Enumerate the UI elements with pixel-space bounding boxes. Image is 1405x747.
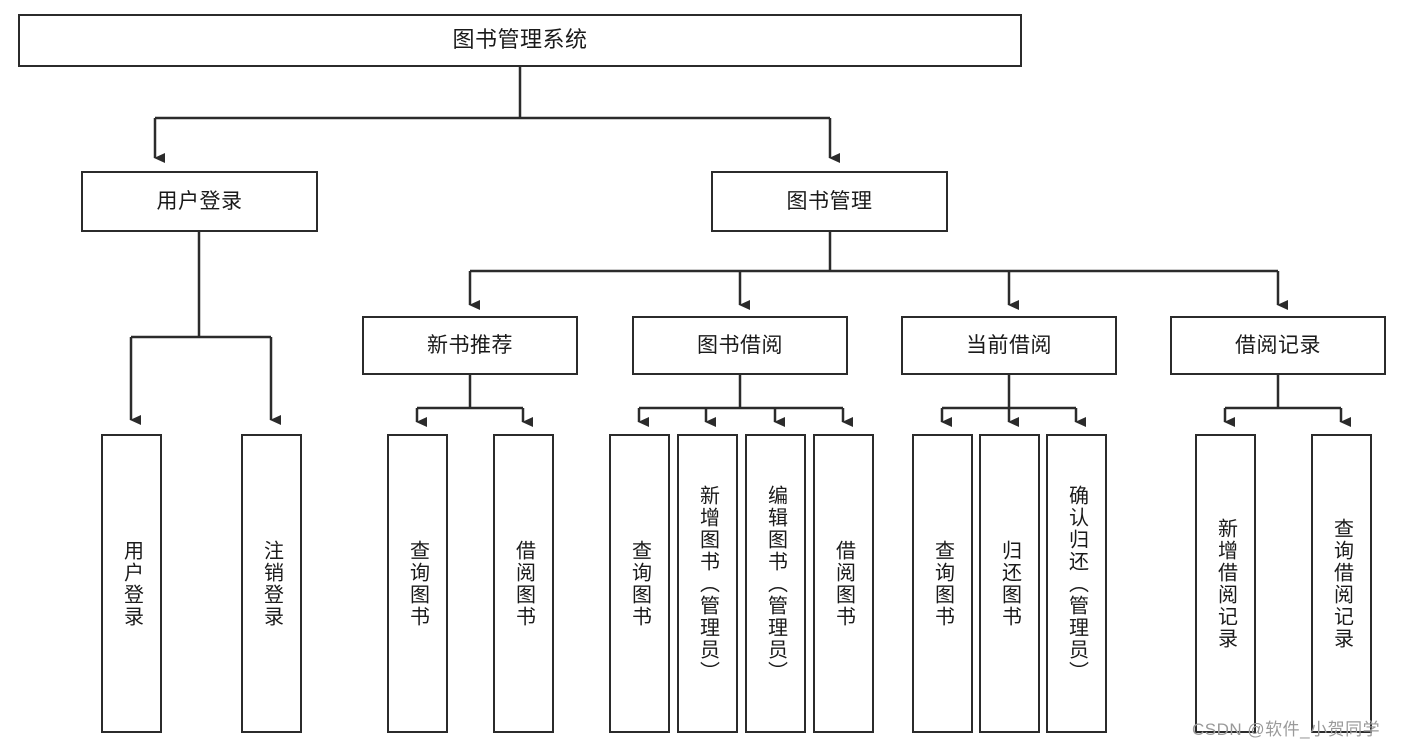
leaf-label: 新增借阅记录 bbox=[1214, 517, 1237, 650]
leaf-label: 查询借阅记录 bbox=[1330, 517, 1353, 650]
watermark-text: CSDN @软件_小贺同学 bbox=[1192, 720, 1381, 739]
leaf-edit-book-admin[interactable]: 编辑图书（管理员） bbox=[745, 434, 806, 733]
leaf-query-book-borrow[interactable]: 查询图书 bbox=[609, 434, 670, 733]
leaf-query-book-newbook[interactable]: 查询图书 bbox=[387, 434, 448, 733]
leaf-label: 编辑图书（管理员） bbox=[764, 484, 787, 683]
leaf-logout[interactable]: 注销登录 bbox=[241, 434, 302, 733]
leaf-label: 用户登录 bbox=[120, 539, 143, 628]
node-label: 新书推荐 bbox=[427, 333, 513, 357]
node-label: 图书借阅 bbox=[697, 333, 783, 357]
leaf-borrow-book-newbook[interactable]: 借阅图书 bbox=[493, 434, 554, 733]
leaf-label: 借阅图书 bbox=[512, 539, 535, 628]
node-current-borrow[interactable]: 当前借阅 bbox=[901, 316, 1117, 375]
node-label: 当前借阅 bbox=[966, 333, 1052, 357]
node-label: 用户登录 bbox=[156, 189, 243, 213]
leaf-label: 查询图书 bbox=[628, 539, 651, 628]
node-label: 借阅记录 bbox=[1235, 333, 1321, 357]
leaf-label: 注销登录 bbox=[260, 539, 283, 628]
leaf-label: 确认归还（管理员） bbox=[1065, 484, 1088, 683]
leaf-return-book[interactable]: 归还图书 bbox=[979, 434, 1040, 733]
node-book-management[interactable]: 图书管理 bbox=[711, 171, 948, 232]
leaf-label: 归还图书 bbox=[998, 539, 1021, 628]
node-book-borrow[interactable]: 图书借阅 bbox=[632, 316, 848, 375]
leaf-add-borrow-record[interactable]: 新增借阅记录 bbox=[1195, 434, 1256, 733]
node-label: 图书管理系统 bbox=[452, 27, 588, 53]
node-label: 图书管理 bbox=[786, 189, 873, 213]
leaf-user-login[interactable]: 用户登录 bbox=[101, 434, 162, 733]
leaf-query-book-current[interactable]: 查询图书 bbox=[912, 434, 973, 733]
leaf-borrow-book[interactable]: 借阅图书 bbox=[813, 434, 874, 733]
leaf-label: 查询图书 bbox=[406, 539, 429, 628]
node-borrow-record[interactable]: 借阅记录 bbox=[1170, 316, 1386, 375]
leaf-label: 新增图书（管理员） bbox=[696, 484, 719, 683]
leaf-query-borrow-record[interactable]: 查询借阅记录 bbox=[1311, 434, 1372, 733]
node-root-system[interactable]: 图书管理系统 bbox=[18, 14, 1022, 67]
node-user-login[interactable]: 用户登录 bbox=[81, 171, 318, 232]
leaf-label: 查询图书 bbox=[931, 539, 954, 628]
leaf-confirm-return-admin[interactable]: 确认归还（管理员） bbox=[1046, 434, 1107, 733]
node-new-book-recommend[interactable]: 新书推荐 bbox=[362, 316, 578, 375]
leaf-add-book-admin[interactable]: 新增图书（管理员） bbox=[677, 434, 738, 733]
leaf-label: 借阅图书 bbox=[832, 539, 855, 628]
